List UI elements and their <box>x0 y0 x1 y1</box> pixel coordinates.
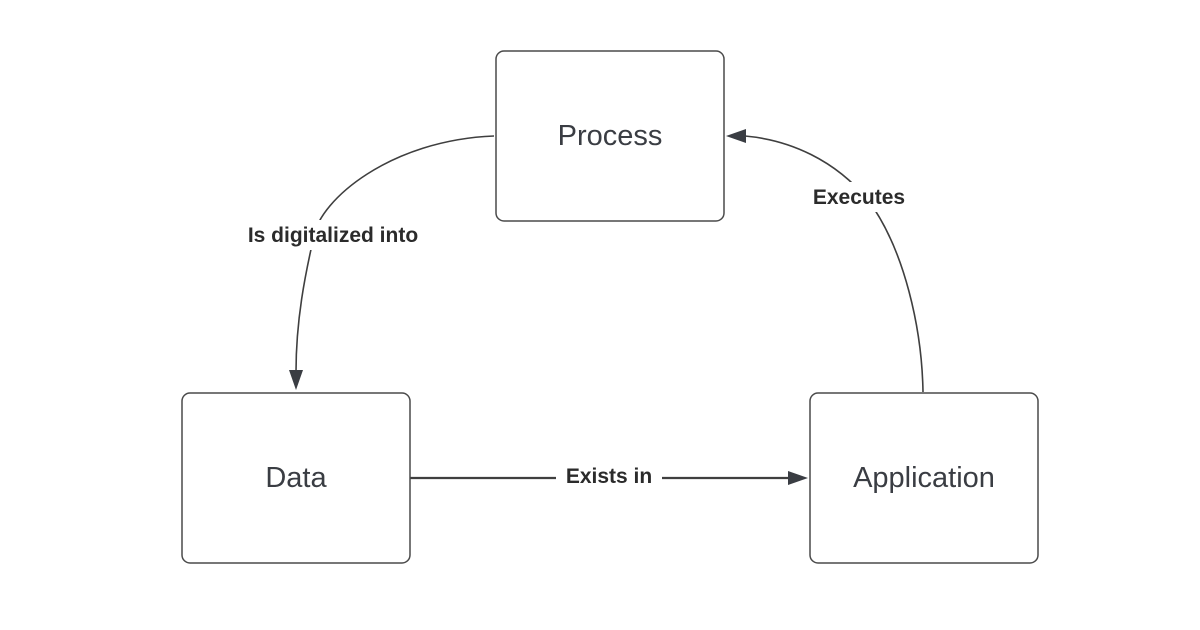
edge-process-to-data-label-bg <box>226 220 440 250</box>
edge-application-to-process-label: Executes <box>813 186 905 209</box>
edge-application-to-process: Executes <box>726 129 924 393</box>
edge-data-to-application-label-bg <box>556 462 662 488</box>
edge-data-to-application-label: Exists in <box>566 465 652 488</box>
node-data: Data <box>181 392 411 564</box>
edge-process-to-data-arrowhead <box>289 370 303 390</box>
node-data-box <box>181 392 411 564</box>
node-application-box <box>809 392 1039 564</box>
node-application: Application <box>809 392 1039 564</box>
node-process-box <box>495 50 725 222</box>
edge-application-to-process-label-bg <box>800 182 920 212</box>
edge-process-to-data-line <box>295 135 495 373</box>
edge-application-to-process-arrowhead <box>726 129 746 143</box>
node-process-label: Process <box>558 120 663 152</box>
node-process: Process <box>495 50 725 222</box>
edge-data-to-application-arrowhead <box>788 471 808 485</box>
edge-application-to-process-line <box>744 135 924 393</box>
edge-process-to-data: Is digitalized into <box>226 135 495 390</box>
edge-process-to-data-label: Is digitalized into <box>248 224 418 247</box>
node-application-label: Application <box>853 462 995 494</box>
node-data-label: Data <box>265 462 327 494</box>
edge-data-to-application: Exists in <box>410 462 808 488</box>
